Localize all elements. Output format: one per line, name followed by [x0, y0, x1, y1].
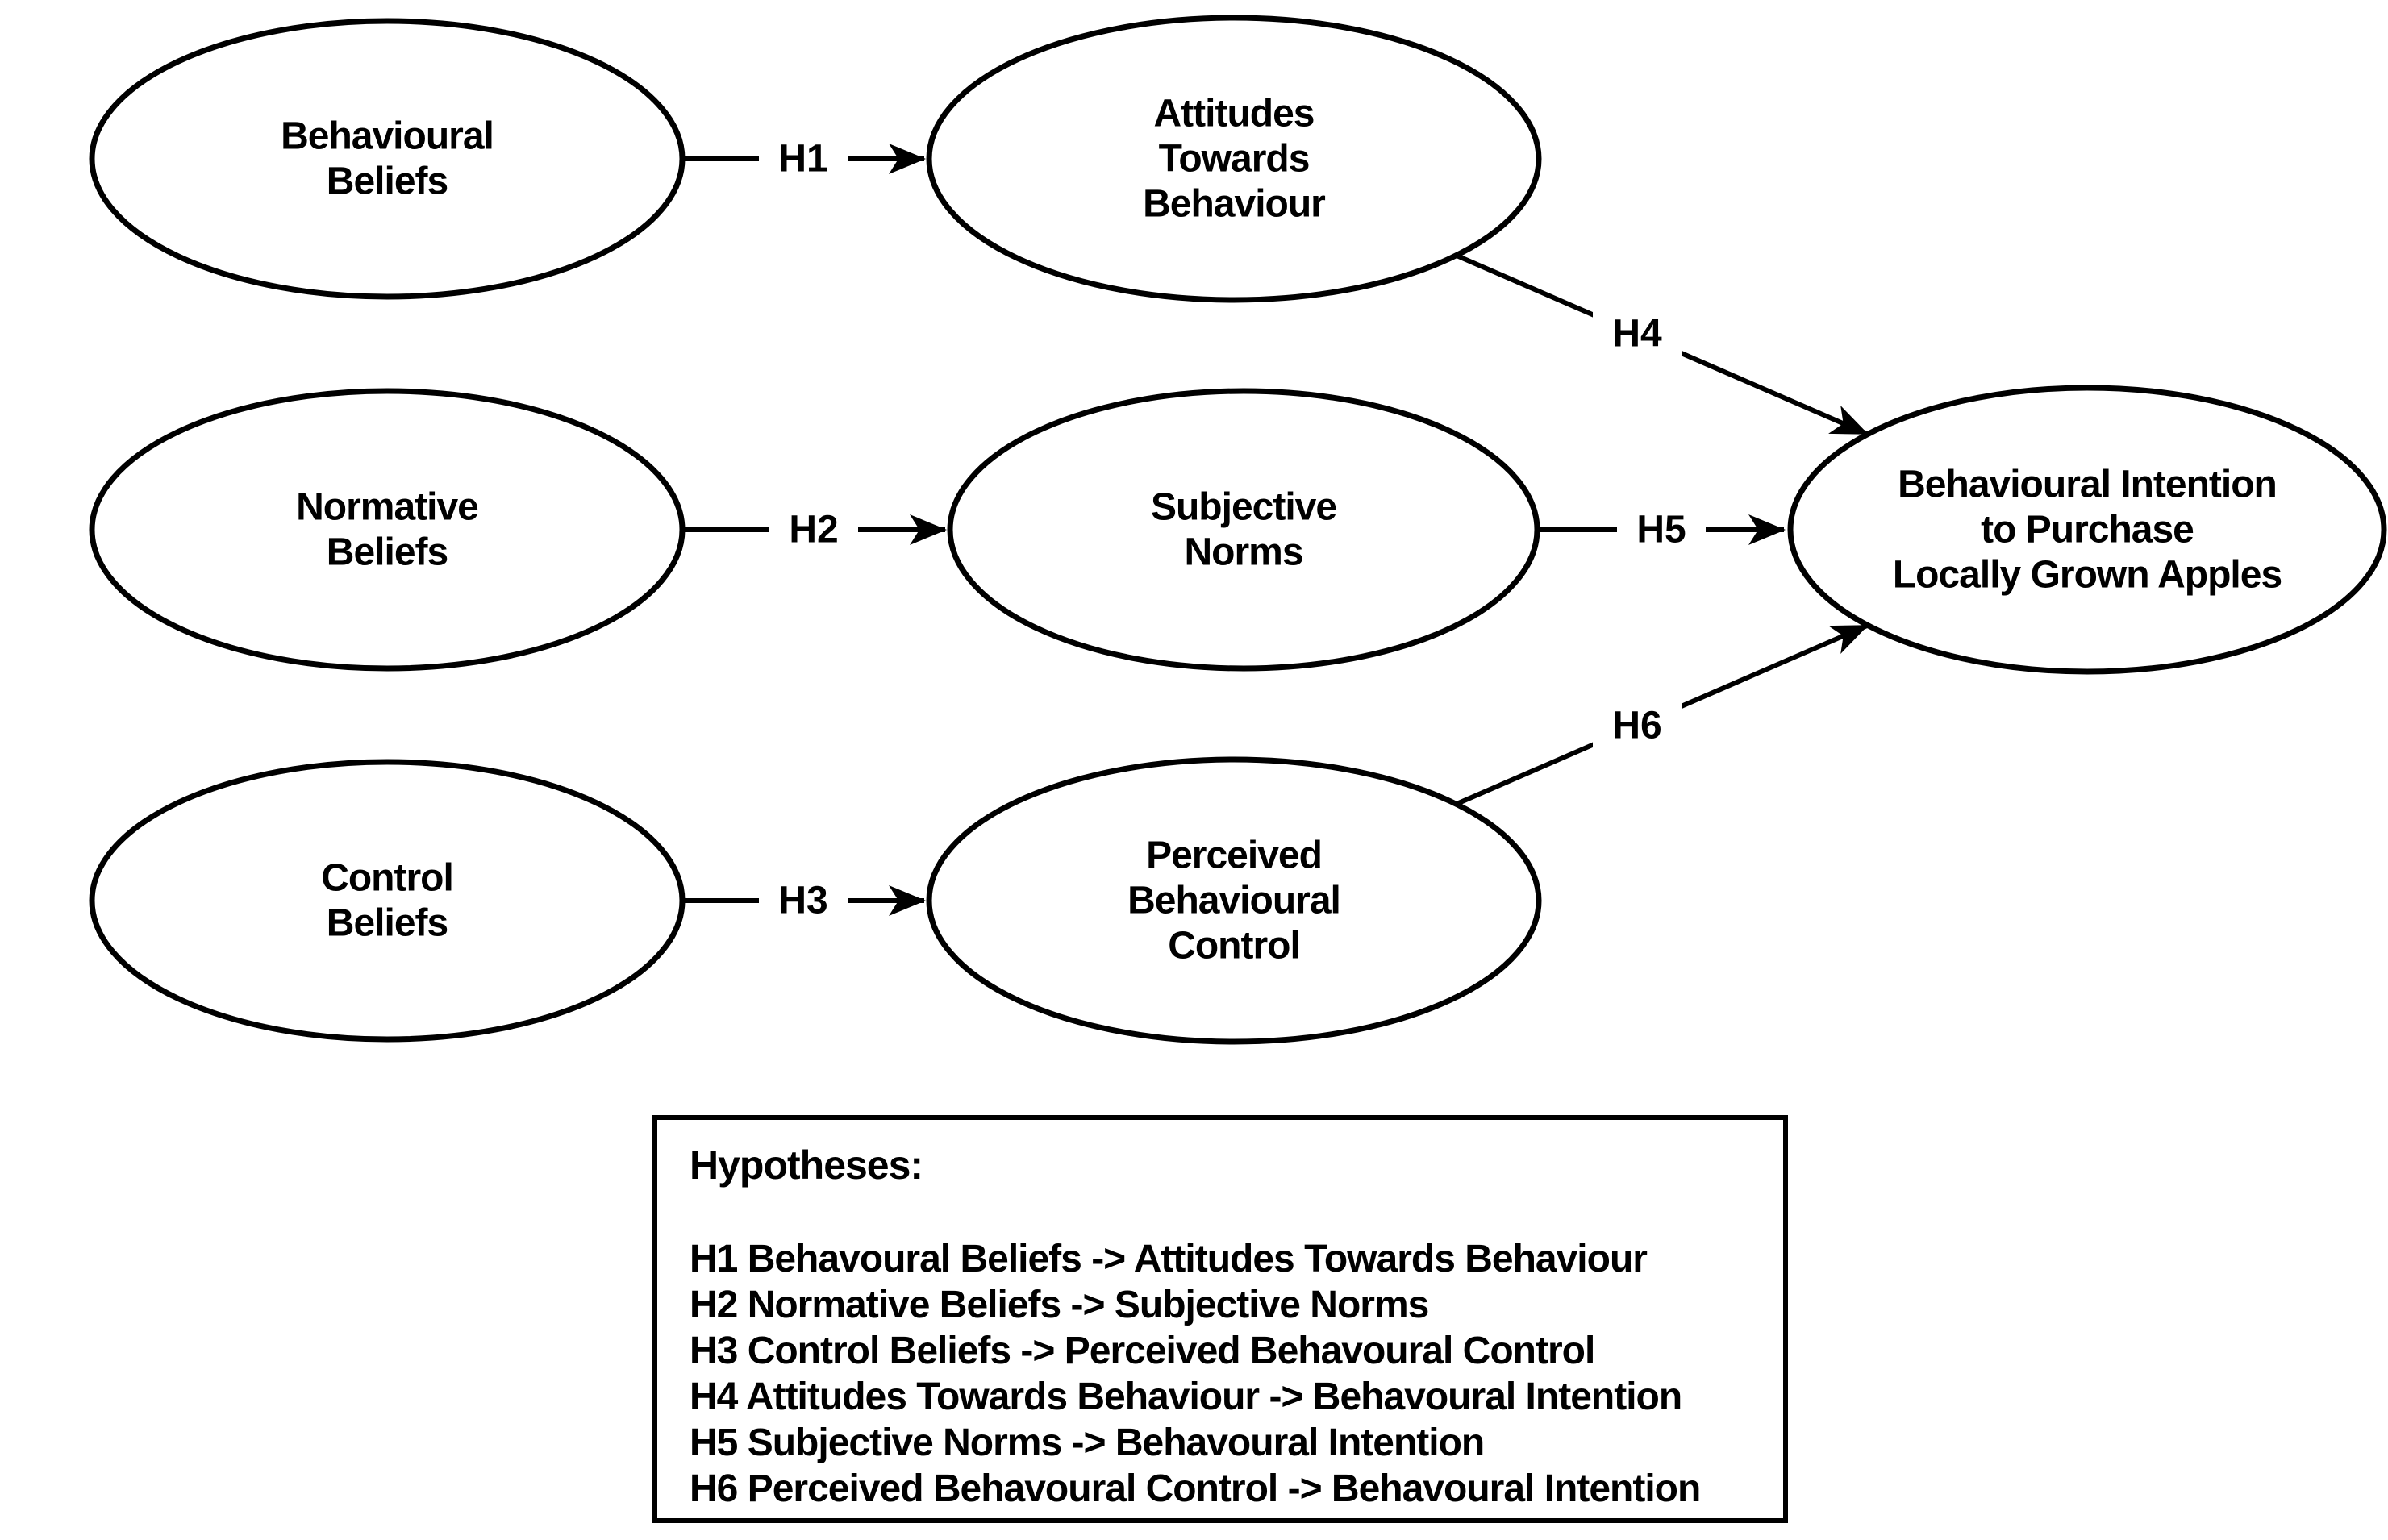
- edge-label-h3-text: H3: [778, 880, 827, 922]
- edge-label-h1: H1: [759, 134, 848, 184]
- edge-label-h2-text: H2: [789, 509, 838, 551]
- node-normative-beliefs: Normative Beliefs: [89, 388, 686, 672]
- node-control-beliefs-label: Beliefs: [327, 902, 448, 945]
- node-behavioural-intention-label: Behavioural Intention: [1898, 464, 2277, 506]
- legend-item-h3: H3 Control Beliefs -> Perceived Behavour…: [690, 1330, 1594, 1372]
- node-behavioural-beliefs: Behavioural Beliefs: [89, 18, 686, 300]
- edge-label-h1-background: [759, 134, 848, 184]
- legend-title: Hypotheses:: [690, 1143, 923, 1188]
- edge-label-h4: H4: [1593, 309, 1682, 359]
- edge-label-h6-text: H6: [1612, 705, 1661, 747]
- node-control-beliefs-shape: [89, 759, 686, 1043]
- node-attitudes-towards-behaviour: Attitudes Towards Behaviour: [926, 15, 1542, 303]
- node-behavioural-intention: Behavioural Intention to Purchase Locall…: [1787, 385, 2387, 675]
- node-subjective-norms-shape: [947, 388, 1540, 672]
- edge-label-h3-background: [759, 876, 848, 926]
- node-behavioural-intention-shape: [1787, 385, 2387, 675]
- node-normative-beliefs-label: Normative: [296, 486, 478, 529]
- legend-box: [652, 1115, 1788, 1523]
- node-attitudes-towards-behaviour-shape: [926, 15, 1542, 303]
- legend: Hypotheses: H1 Behavoural Beliefs -> Att…: [652, 1115, 1788, 1523]
- node-perceived-behavioural-control-label: Behavioural: [1127, 880, 1340, 922]
- node-perceived-behavioural-control-label: Control: [1168, 925, 1300, 968]
- node-subjective-norms-label: Norms: [1184, 531, 1302, 574]
- node-attitudes-towards-behaviour-label: Behaviour: [1143, 183, 1325, 226]
- edge-label-h2: H2: [769, 505, 858, 555]
- node-subjective-norms-label: Subjective: [1151, 486, 1336, 529]
- node-normative-beliefs-shape: [89, 388, 686, 672]
- edge-label-h4-background: [1593, 309, 1682, 359]
- node-perceived-behavioural-control: Perceived Behavioural Control: [926, 756, 1542, 1045]
- legend-item-h6: H6 Perceived Behavoural Control -> Behav…: [690, 1467, 1700, 1510]
- node-attitudes-towards-behaviour-label: Towards: [1159, 138, 1310, 181]
- node-behavioural-beliefs-label: Behavioural: [281, 115, 494, 158]
- legend-item-h5: H5 Subjective Norms -> Behavoural Intent…: [690, 1421, 1484, 1464]
- node-perceived-behavioural-control-shape: [926, 756, 1542, 1045]
- edge-label-h6: H6: [1593, 701, 1682, 751]
- node-normative-beliefs-label: Beliefs: [327, 531, 448, 574]
- node-control-beliefs: Control Beliefs: [89, 759, 686, 1043]
- node-perceived-behavioural-control-label: Perceived: [1146, 835, 1322, 877]
- edge-label-h5-background: [1617, 505, 1706, 555]
- node-behavioural-intention-label: to Purchase: [1981, 509, 2194, 551]
- legend-item-h4: H4 Attitudes Towards Behaviour -> Behavo…: [690, 1376, 1682, 1418]
- edge-label-h5-text: H5: [1636, 509, 1686, 551]
- edge-label-h1-text: H1: [778, 138, 827, 181]
- edge-label-h2-background: [769, 505, 858, 555]
- node-attitudes-towards-behaviour-label: Attitudes: [1154, 93, 1315, 135]
- node-behavioural-beliefs-shape: [89, 18, 686, 300]
- edge-label-h3: H3: [759, 876, 848, 926]
- node-subjective-norms: Subjective Norms: [947, 388, 1540, 672]
- legend-item-h1: H1 Behavoural Beliefs -> Attitudes Towar…: [690, 1238, 1647, 1280]
- edge-label-h5: H5: [1617, 505, 1706, 555]
- edge-label-h4-text: H4: [1612, 313, 1662, 356]
- node-behavioural-beliefs-label: Beliefs: [327, 160, 448, 203]
- edge-label-h6-background: [1593, 701, 1682, 751]
- legend-item-h2: H2 Normative Beliefs -> Subjective Norms: [690, 1284, 1428, 1326]
- node-behavioural-intention-label: Locally Grown Apples: [1893, 554, 2282, 597]
- node-control-beliefs-label: Control: [321, 857, 453, 900]
